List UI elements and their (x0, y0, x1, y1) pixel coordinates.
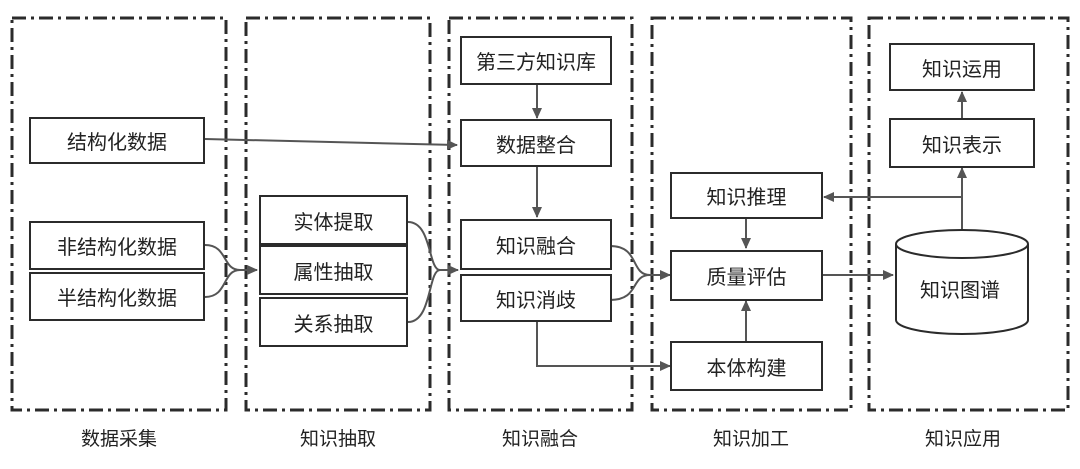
stage-label-extraction: 知识抽取 (299, 428, 376, 450)
stage-box-collection (10, 16, 228, 412)
stage-label-collection: 数据采集 (80, 428, 157, 450)
node-quality-assessment: 质量评估 (670, 250, 823, 301)
edge-unstructured-brace (204, 244, 241, 271)
edge-relation-brace (407, 269, 441, 323)
edge-disambiguation-brace (609, 274, 651, 301)
node-ontology-construction: 本体构建 (670, 341, 823, 391)
node-attribute-extraction: 属性抽取 (259, 245, 408, 295)
node-entity-extraction: 实体提取 (259, 195, 408, 245)
stage-label-fusion: 知识融合 (501, 428, 578, 450)
node-knowledge-reasoning: 知识推理 (670, 172, 823, 219)
edge-structured-to-integration (204, 138, 458, 150)
stage-label-application: 知识应用 (924, 428, 1001, 450)
edge-entity-brace (407, 221, 441, 271)
stage-box-processing (650, 16, 853, 412)
edge-fusion-to-ontology (536, 322, 671, 371)
edge-graph-to-reasoning (823, 192, 963, 232)
node-knowledge-application: 知识运用 (889, 43, 1035, 91)
node-relation-extraction: 关系抽取 (259, 297, 408, 347)
node-knowledge-merging: 知识融合 (460, 219, 612, 270)
stage-box-application (867, 16, 1070, 412)
node-third-party-kb: 第三方知识库 (460, 36, 612, 85)
edge-semistructured-brace (204, 269, 241, 298)
knowledge-graph-cylinder (895, 229, 1029, 335)
stage-box-extraction (244, 16, 432, 412)
edge-merging-brace (609, 245, 651, 276)
node-knowledge-graph: 知识图谱 (920, 277, 1000, 302)
stage-box-fusion (447, 16, 634, 412)
node-knowledge-disambiguation: 知识消歧 (460, 274, 612, 322)
node-knowledge-representation: 知识表示 (889, 118, 1035, 168)
stage-label-processing: 知识加工 (712, 428, 789, 450)
node-unstructured-data: 非结构化数据 (29, 221, 205, 270)
node-data-integration: 数据整合 (460, 119, 612, 167)
node-structured-data: 结构化数据 (29, 117, 205, 164)
node-semi-structured-data: 半结构化数据 (29, 272, 205, 321)
